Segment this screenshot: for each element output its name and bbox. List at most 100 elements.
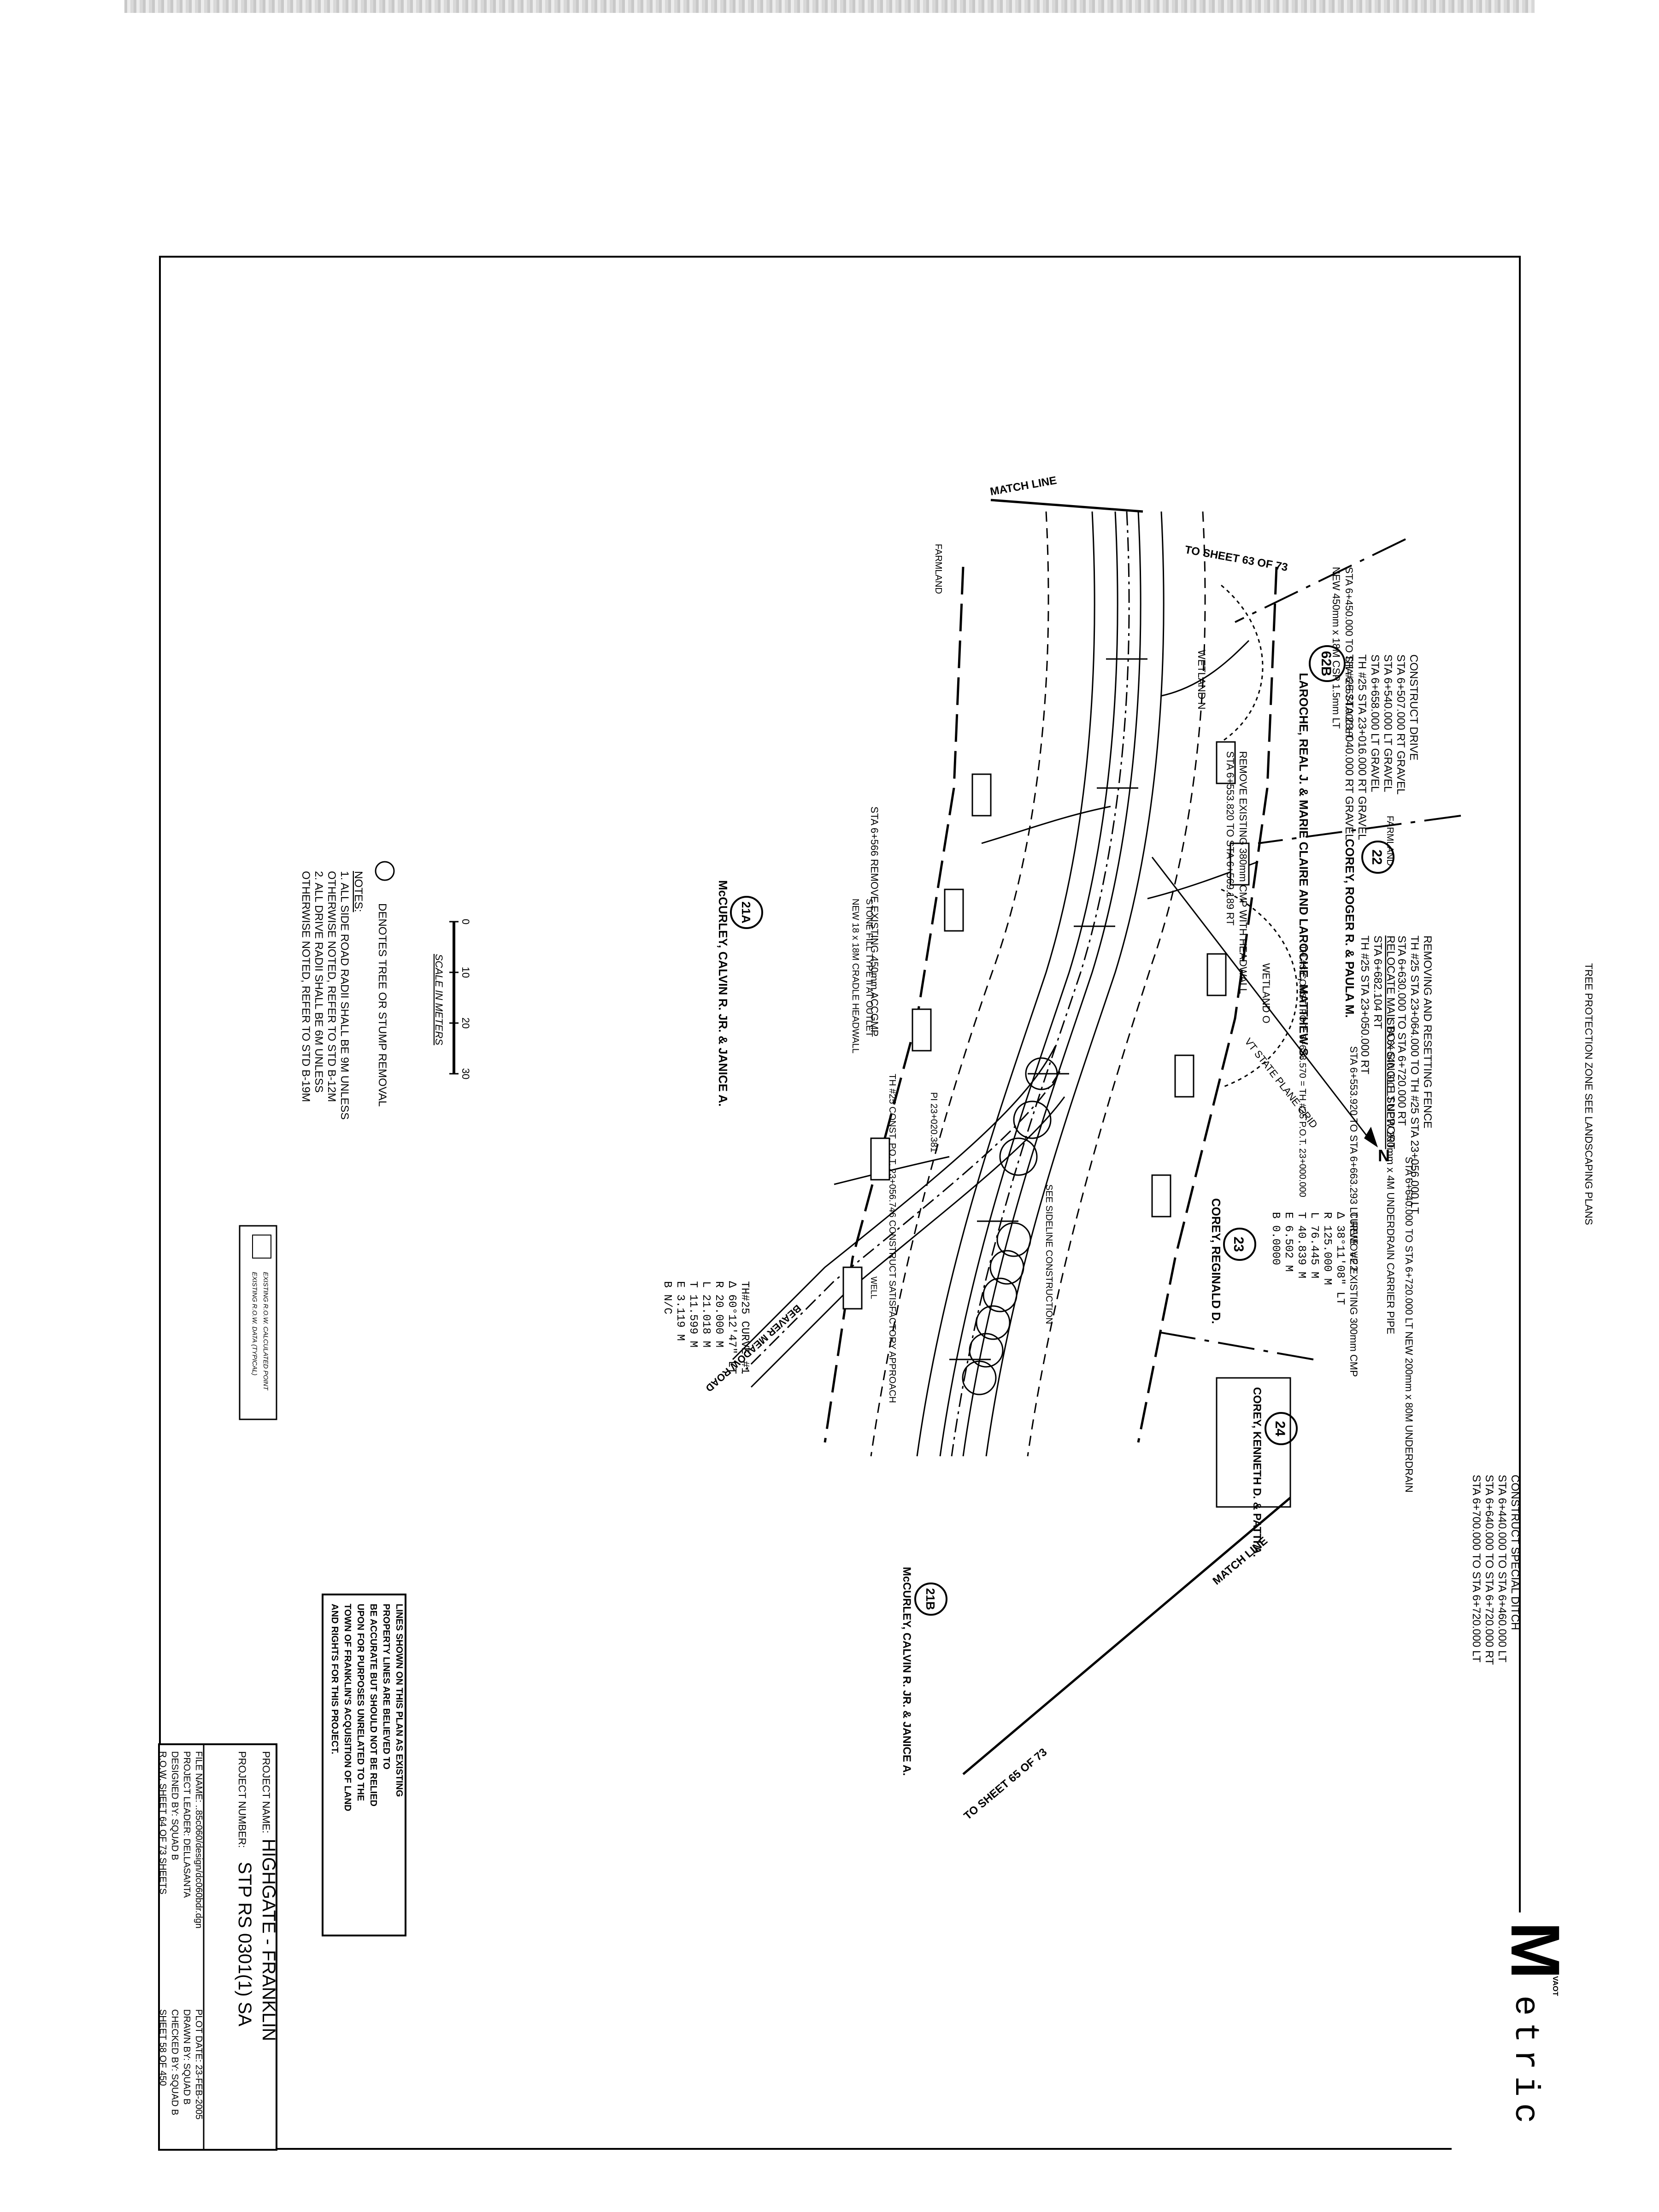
tree-removal-symbol bbox=[1013, 1100, 1052, 1139]
drive-note-line: STA 6+658.000 LT GRAVEL bbox=[1369, 654, 1381, 792]
mailbox-note-line: STA 6+682.104 RT bbox=[1371, 935, 1384, 1029]
to-sheet-63: TO SHEET 63 OF 73 bbox=[1184, 543, 1289, 574]
beaver-meadow-road-edge-1 bbox=[732, 1046, 1056, 1360]
wetland-o-label: WETLAND O bbox=[1260, 963, 1272, 1024]
legend-row-point: EXISTING R.O.W. CALCULATED POINT bbox=[262, 1272, 270, 1391]
farmland-label-1: FARMLAND bbox=[933, 544, 943, 594]
parcel-21a: 21A McCURLEY, CALVIN R. JR. & JANICE A. bbox=[716, 880, 763, 1106]
construct-drive-note: CONSTRUCT DRIVE STA 6+507.000 RT GRAVEL … bbox=[1343, 654, 1420, 840]
tree-protection-label: TREE PROTECTION ZONE SEE LANDSCAPING PLA… bbox=[1583, 963, 1594, 1225]
tree-removal-symbol bbox=[976, 1305, 1011, 1340]
parcel-24: 24 COREY, KENNETH D. & PATTI A. bbox=[1216, 1377, 1298, 1557]
fence-note: REMOVING AND RESETTING FENCE TH #25 STA … bbox=[1395, 935, 1434, 1214]
construction-limit-lt bbox=[1027, 511, 1206, 1457]
legend-tree-text: DENOTES TREE OR STUMP REMOVAL bbox=[376, 903, 388, 1106]
tree-removal-symbol bbox=[999, 1137, 1038, 1176]
curve-data-line: L 76.445 M bbox=[1308, 1212, 1320, 1278]
legend-tree-removal: DENOTES TREE OR STUMP REMOVAL bbox=[375, 861, 395, 1106]
disclaimer-line: UPON FOR PURPOSES UNRELATED TO THE bbox=[355, 1604, 365, 1801]
new-pipe-label: STA 6+450.000 TO STA 6+574.000 LT bbox=[1343, 567, 1355, 739]
checked-by: CHECKED BY: SQUAD B bbox=[170, 2009, 180, 2115]
remove-pipe-label: REMOVE EXISTING 380mm CMP WITH HEADWALL bbox=[1237, 751, 1249, 994]
curve-data-line: TH#25 CURVE #1 bbox=[738, 1281, 751, 1374]
mailbox-note: RELOCATE MAIL BOX SINGLE SUPPORT STA 6+6… bbox=[1359, 935, 1397, 1149]
parcel-owner: COREY, KENNETH D. & PATTI A. bbox=[1251, 1387, 1263, 1557]
parcel-owner: LAROCHE, REAL J. & MARIE CLAIRE AND LARO… bbox=[1297, 673, 1311, 1059]
designed-by: DESIGNED BY: SQUAD B bbox=[170, 1751, 180, 1860]
tree-removal-symbol bbox=[969, 1333, 1004, 1368]
curve-data-line: CURVE #22 bbox=[1347, 1212, 1359, 1272]
drive-note-line: STA 6+540.000 LT GRAVEL bbox=[1382, 654, 1394, 792]
tree-removal-symbol bbox=[996, 1222, 1031, 1257]
sheet-of: SHEET 58 OF 450 bbox=[158, 2009, 168, 2086]
curve-data-line: T 40.839 M bbox=[1295, 1212, 1307, 1278]
sheet-border bbox=[159, 256, 1521, 2150]
mailbox-note-line: RELOCATE MAIL BOX SINGLE SUPPORT bbox=[1384, 935, 1397, 1149]
match-line-top-label: MATCH LINE bbox=[989, 474, 1058, 498]
notes-line: 2. ALL DRIVE RADII SHALL BE 6M UNLESS bbox=[312, 871, 325, 1093]
special-ditch-note: CONSTRUCT SPECIAL DITCH STA 6+440.000 TO… bbox=[1470, 1475, 1521, 1665]
disclaimer-line: TOWN OF FRANKLIN'S ACQUISITION OF LAND bbox=[342, 1604, 353, 1811]
curve-data-line: E 6.502 M bbox=[1282, 1212, 1294, 1272]
wetland-n-label: WETLAND N bbox=[1196, 650, 1207, 710]
drive-2 bbox=[981, 806, 1111, 844]
remove-pipe-sta: STA 6+553.820 TO STA 6+569.189 RT bbox=[1224, 751, 1236, 925]
sideline-label: SEE SIDELINE CONSTRUCTION bbox=[1044, 1184, 1054, 1324]
disclaimer-box: LINES SHOWN ON THIS PLAN AS EXISTING PRO… bbox=[322, 1594, 406, 1936]
scale-tick-label: 0 bbox=[460, 919, 471, 924]
well-label: WELL bbox=[869, 1277, 878, 1299]
row-data-box bbox=[944, 888, 964, 932]
match-line-bottom: MATCH LINE TO SHEET 65 OF 73 bbox=[962, 1497, 1291, 1823]
disclaimer-line: PROPERTY LINES ARE BELIEVED TO bbox=[381, 1604, 391, 1770]
parcel-owner: McCURLEY, CALVIN R. JR. & JANICE A. bbox=[716, 880, 730, 1106]
notes-line: OTHERWISE NOTED, REFER TO STD B-19M bbox=[300, 871, 312, 1102]
parcel-id: 24 bbox=[1272, 1421, 1288, 1436]
curve-data-line: R 20.000 M bbox=[712, 1281, 725, 1347]
disclaimer-line: LINES SHOWN ON THIS PLAN AS EXISTING bbox=[394, 1604, 404, 1797]
property-line-2 bbox=[1258, 815, 1461, 844]
metric-logo-mark: M bbox=[1497, 1922, 1574, 1979]
beaver-meadow-road-cl bbox=[741, 1071, 1061, 1374]
underdrain-label: STA 6+640.000 TO STA 6+720.000 LT NEW 20… bbox=[1403, 1157, 1415, 1493]
scale-tick-label: 20 bbox=[460, 1018, 471, 1029]
curve-data-line: T 11.599 M bbox=[687, 1281, 699, 1347]
pi-label: PI 23+020.381 bbox=[929, 1092, 939, 1153]
ditch-note-line: STA 6+700.000 TO STA 6+720.000 LT bbox=[1470, 1475, 1483, 1663]
file-name: FILE NAME: ..85c060/design/dc060bdr.dgn bbox=[194, 1751, 204, 1929]
scale-tick-label: 10 bbox=[460, 967, 471, 978]
tree-removal-symbol bbox=[982, 1277, 1018, 1312]
row-sheet: R.O.W. SHEET 64 OF 73 SHEETS bbox=[158, 1751, 168, 1894]
project-number: STP RS 0301(1) SA bbox=[235, 1862, 255, 2027]
row-data-box bbox=[1216, 741, 1236, 784]
general-notes: NOTES: 1. ALL SIDE ROAD RADII SHALL BE 9… bbox=[300, 871, 365, 1120]
scale-label: SCALE IN METERS bbox=[433, 954, 445, 1045]
parcel-id: 21B bbox=[924, 1588, 937, 1610]
parcel-id: 62B bbox=[1318, 651, 1334, 676]
scale-bar: 0 10 20 30 SCALE IN METERS bbox=[433, 919, 471, 1079]
curve-data-line: B 0.0000 bbox=[1269, 1212, 1282, 1265]
mailbox-note-line: TH #25 STA 23+050.000 RT bbox=[1359, 935, 1371, 1075]
title-block: PROJECT NAME: HIGHGATE - FRANKLIN PROJEC… bbox=[158, 1743, 279, 2151]
parcel-62b: 62B LAROCHE, REAL J. & MARIE CLAIRE AND … bbox=[1297, 645, 1346, 1059]
row-data-box bbox=[1230, 842, 1250, 886]
metric-logo-vaot: VAOT bbox=[1551, 1976, 1559, 1996]
parcel-id: 22 bbox=[1369, 849, 1384, 865]
disclaimer-line: BE ACCURATE BUT SHOULD NOT BE RELIED bbox=[368, 1604, 378, 1806]
notes-line: OTHERWISE NOTED, REFER TO STD B-12M bbox=[325, 871, 338, 1102]
ditch-note-line: STA 6+440.000 TO STA 6+460.000 LT bbox=[1496, 1475, 1508, 1663]
curve-data-line: L 21.018 M bbox=[700, 1281, 712, 1347]
wetland-boundary-o bbox=[1221, 888, 1298, 1088]
scan-edge-strip bbox=[124, 0, 1535, 13]
curve-data-line: B N/C bbox=[661, 1281, 673, 1314]
carrier-pipe-label: STA 6+640.000 LT NEW 200mm x 4M UNDERDRA… bbox=[1385, 1018, 1396, 1334]
fence-note-line: STA 6+630.000 TO STA 6+720.000 RT bbox=[1395, 935, 1408, 1126]
headwall-label: NEW 18 x 18M CRADLE HEADWALL bbox=[850, 899, 860, 1053]
north-arrow-label: N bbox=[1378, 1146, 1390, 1165]
fence-note-line: TH #25 STA 23+064.000 TO TH #25 STA 23+0… bbox=[1408, 935, 1421, 1214]
roadway-edge-3 bbox=[939, 511, 1118, 1457]
project-leader: PROJECT LEADER: DELLASANTA bbox=[182, 1751, 192, 1898]
scale-tick-label: 30 bbox=[460, 1068, 471, 1079]
curve-data-line: E 3.119 M bbox=[674, 1281, 686, 1341]
roadway-centerline bbox=[951, 511, 1130, 1457]
